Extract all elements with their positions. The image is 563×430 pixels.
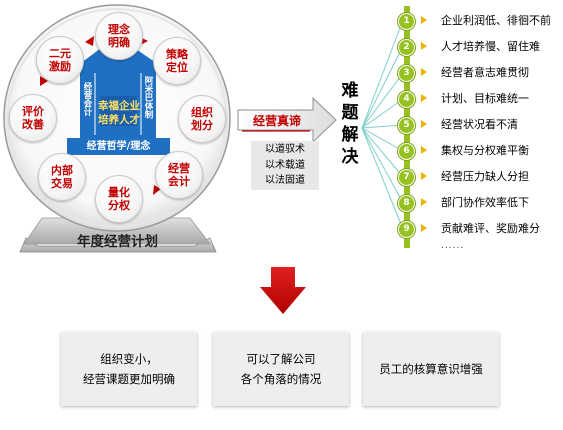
annual-plan-title: 年度经营计划 [77,234,158,250]
cycle-item-trading: 内部 交易 [38,153,86,201]
difficulty-pointer-icon [421,120,427,128]
difficulty-title-char: 解 [341,125,359,145]
difficulty-title-char: 决 [341,147,359,167]
method-item: 以道驭术 [265,144,305,155]
difficulty-title-char: 难 [341,81,359,101]
difficulty-ellipsis: ...... [441,241,465,251]
difficulty-number-circle: 4 [398,91,415,108]
house-right-pillar: 阿米巴体制 [143,76,153,119]
difficulty-number-circle: 7 [398,169,415,186]
difficulty-text: 贡献难评、奖励难分 [441,222,540,235]
difficulty-text: 集权与分权难平衡 [441,144,529,157]
difficulty-text: 经营压力缺人分担 [441,170,529,183]
cycle-arrow-8 [85,36,94,46]
cycle-item-strategy: 策略 定位 [153,37,201,85]
method-item: 以法固道 [265,175,305,186]
house-center-line2: 培养人才 [98,114,140,126]
result-box-visibility: 可以了解公司 各个角落的情况 [213,332,349,406]
difficulty-pointer-icon [421,16,427,24]
cycle-item-delegation: 量化 分权 [95,175,143,223]
result-box-smaller-org: 组织变小， 经营课题更加明确 [61,332,197,406]
difficulty-text: 人才培养慢、留住难 [441,40,540,53]
difficulty-pointer-icon [421,224,427,232]
difficulty-text: 计划、目标难统一 [441,92,529,105]
difficulty-title-char: 题 [341,103,359,123]
difficulty-pointer-icon [421,172,427,180]
difficulty-pointer-icon [421,198,427,206]
cycle-arrow-4 [153,185,161,195]
difficulty-pointer-icon [421,42,427,50]
down-arrow [260,267,306,314]
difficulty-text: 部门协作效率低下 [441,196,529,209]
difficulty-number-circle: 9 [398,221,415,238]
cycle-item-accounting: 经营 会计 [155,151,203,199]
difficulty-text: 经营状况看不清 [441,118,518,131]
difficulty-text: 经营者意志难贯彻 [441,66,529,79]
cycle-item-evaluation: 评价 改善 [9,94,57,142]
essence-arrow [237,96,337,144]
house-left-pillar: 经营会计 [82,82,92,116]
difficulty-number-circle: 6 [398,143,415,160]
difficulty-pointer-icon [421,146,427,154]
cycle-item-philosophy: 理念 明确 [95,12,143,60]
difficulty-title: 难 题 解 决 [338,80,362,168]
difficulty-text: 企业利润低、徘徊不前 [441,14,551,27]
difficulty-pointer-icon [421,68,427,76]
essence-label: 经营真谛 [252,114,301,128]
method-item: 以术载道 [265,159,305,171]
cycle-item-organization: 组织 划分 [178,95,226,143]
house-base [67,138,170,155]
result-box-accounting-awareness: 员工的核算意识增强 [363,332,499,406]
difficulty-number-circle: 1 [398,13,415,30]
cycle-arrow-7 [40,76,48,86]
difficulty-number-circle: 2 [398,39,415,56]
difficulty-number-circle: 5 [398,117,415,134]
difficulty-pointer-icon [421,94,427,102]
fan-lines [361,19,404,230]
methods-box: 以道驭术 以术载道 以法固道 [251,141,319,190]
difficulty-number-circle: 3 [398,65,415,82]
house-base-text: 经营哲学/理念 [86,141,151,152]
house-center-line1: 幸福企业 [98,100,140,112]
cycle-item-incentive: 二元 激励 [36,36,84,84]
difficulty-number-circle: 8 [398,195,415,212]
globe-base [19,237,217,253]
